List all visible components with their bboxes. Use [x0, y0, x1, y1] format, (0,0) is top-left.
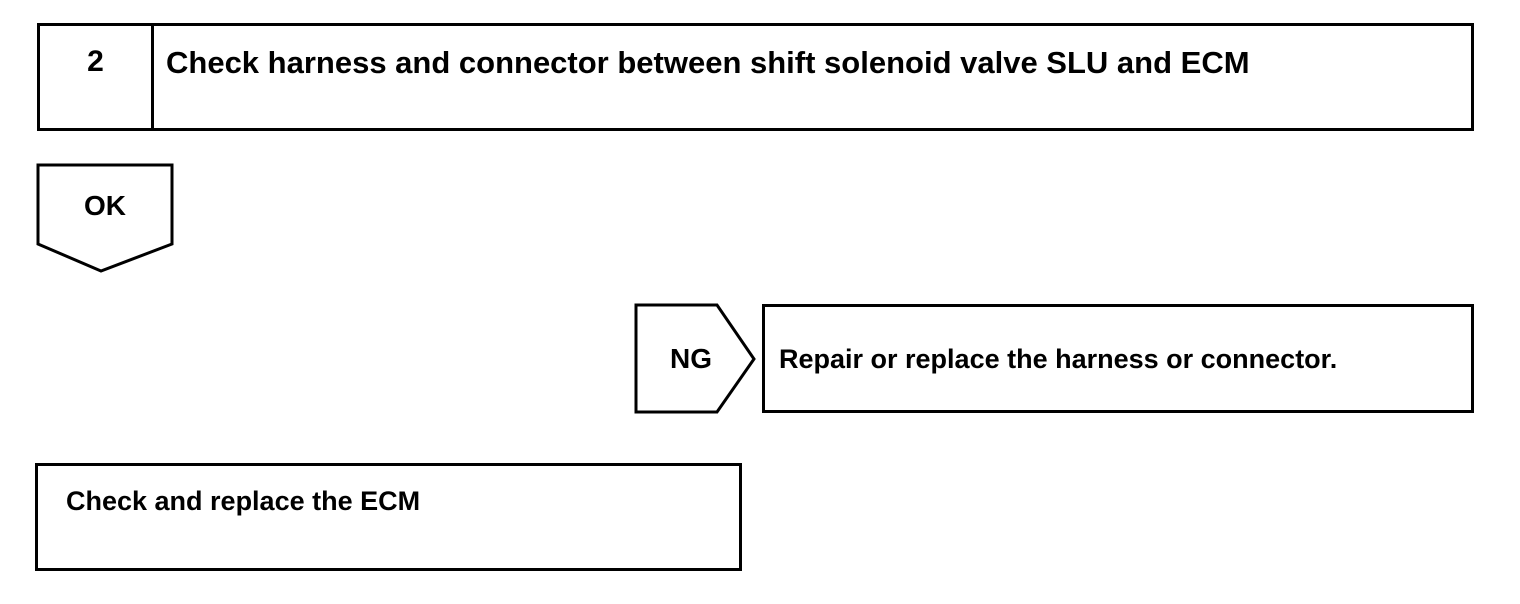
- ng-label: NG: [670, 343, 712, 374]
- ok-label: OK: [84, 190, 126, 221]
- ng-action-box: Repair or replace the harness or connect…: [762, 304, 1474, 413]
- final-step-box: Check and replace the ECM: [35, 463, 742, 571]
- final-step-text: Check and replace the ECM: [66, 486, 421, 516]
- step-number: 2: [87, 45, 104, 78]
- step-box: 2 Check harness and connector between sh…: [37, 23, 1474, 131]
- step-number-cell: 2: [40, 26, 154, 128]
- ng-action-text: Repair or replace the harness or connect…: [779, 344, 1338, 374]
- step-title: Check harness and connector between shif…: [166, 45, 1250, 80]
